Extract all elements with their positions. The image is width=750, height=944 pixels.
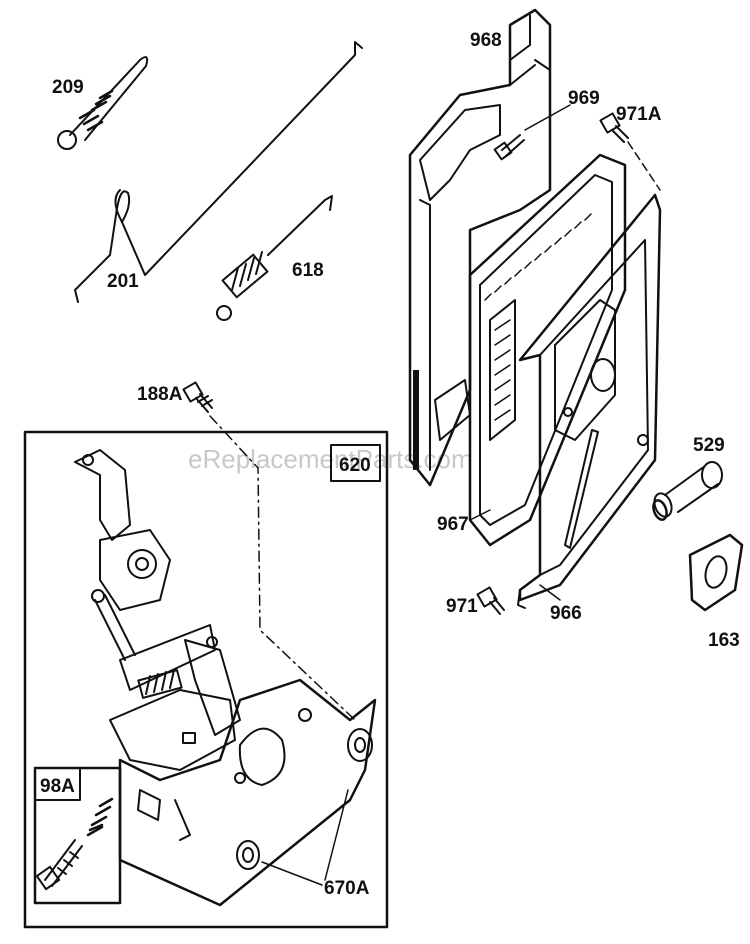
label-966: 966: [550, 603, 582, 624]
label-971: 971: [446, 596, 478, 617]
screw-188A-part[interactable]: [182, 381, 213, 413]
cover-966-part[interactable]: [517, 193, 662, 609]
screw-971-part[interactable]: [476, 586, 505, 615]
leader-969: [524, 104, 571, 131]
leader-dashed-971A: [627, 141, 661, 191]
tube-529-part[interactable]: [651, 461, 723, 521]
leader-670A-a: [261, 861, 323, 886]
box-98A-tag: [34, 767, 81, 801]
box-620: [23, 430, 389, 929]
screw-spring-98A-part[interactable]: [35, 797, 114, 891]
label-529: 529: [693, 435, 725, 456]
label-618: 618: [292, 260, 324, 281]
label-971A: 971A: [616, 104, 662, 125]
label-670A: 670A: [324, 878, 370, 899]
label-968: 968: [470, 30, 502, 51]
label-163: 163: [708, 630, 740, 651]
gasket-163-part[interactable]: [688, 533, 744, 612]
spring-618-part[interactable]: [216, 195, 333, 321]
leader-967: [469, 509, 491, 521]
rod-201-part[interactable]: [74, 41, 363, 303]
screw-969-part[interactable]: [493, 134, 525, 161]
screw-971A-part[interactable]: [599, 112, 629, 143]
label-620: 620: [339, 455, 371, 476]
spring-209-part[interactable]: [57, 56, 149, 150]
label-209: 209: [52, 77, 84, 98]
label-201: 201: [107, 271, 139, 292]
leader-670A-b: [324, 789, 349, 881]
leader-966: [539, 584, 561, 601]
label-969: 969: [568, 88, 600, 109]
label-188A: 188A: [137, 384, 183, 405]
air-cleaner-base-968-part[interactable]: [408, 8, 552, 487]
filter-element-967-part[interactable]: [468, 153, 627, 547]
label-98A: 98A: [40, 776, 75, 797]
control-plate-assembly-part[interactable]: [74, 449, 377, 907]
label-967: 967: [437, 514, 469, 535]
box-620-tag: [330, 444, 381, 482]
